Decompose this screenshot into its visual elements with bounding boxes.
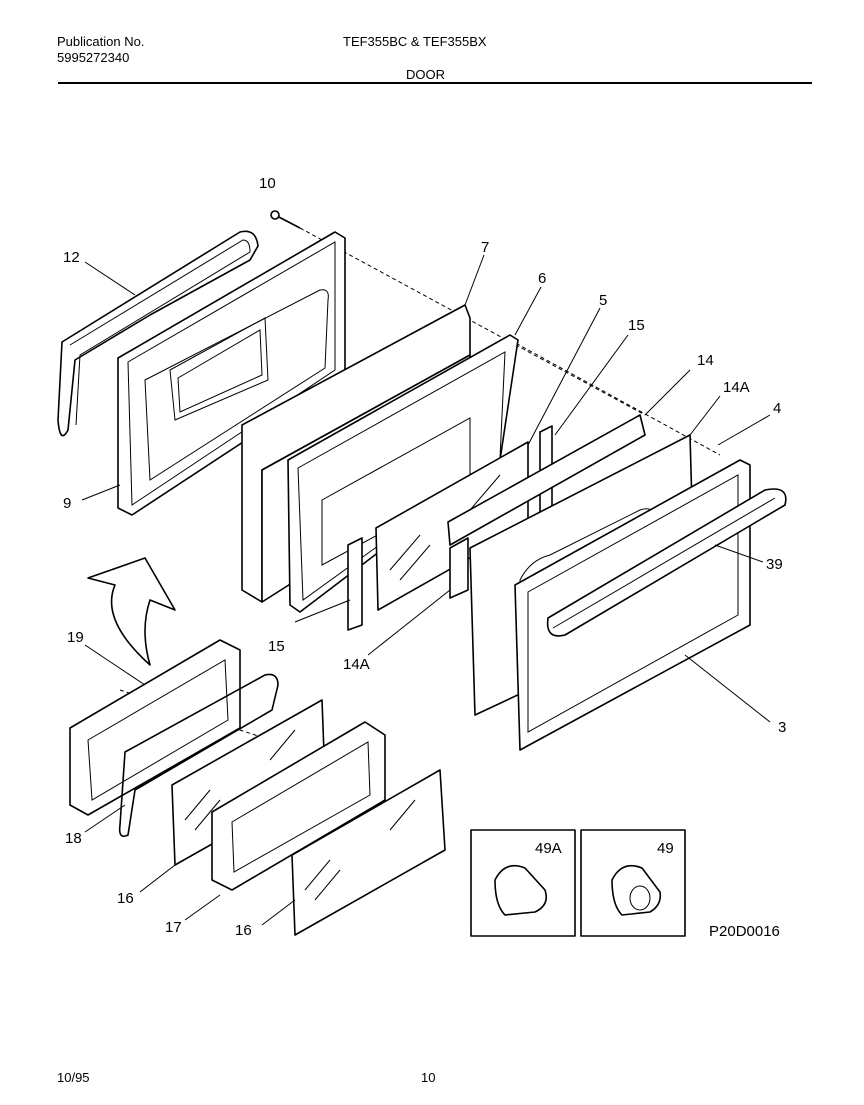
callout-3: 3 bbox=[778, 719, 786, 736]
callout-16-lower: 16 bbox=[235, 922, 252, 939]
part-16-glass-lower bbox=[291, 769, 446, 936]
callout-10: 10 bbox=[259, 175, 276, 192]
footer-date: 10/95 bbox=[57, 1070, 90, 1085]
callout-14: 14 bbox=[697, 352, 714, 369]
callout-4: 4 bbox=[773, 400, 781, 417]
section-title: DOOR bbox=[406, 67, 445, 82]
publication-number: 5995272340 bbox=[57, 50, 130, 65]
callout-15-top: 15 bbox=[628, 317, 645, 334]
callout-6: 6 bbox=[538, 270, 546, 287]
diagram-code: P20D0016 bbox=[709, 923, 780, 940]
callout-15-bottom: 15 bbox=[268, 638, 285, 655]
part-39-handle bbox=[546, 488, 787, 637]
part-12-gasket bbox=[57, 230, 259, 437]
inset-49 bbox=[580, 829, 686, 937]
header-rule bbox=[58, 82, 812, 84]
callout-39: 39 bbox=[766, 556, 783, 573]
part-14a-insulator bbox=[447, 414, 646, 599]
leader-lines bbox=[81, 254, 771, 926]
callout-18: 18 bbox=[65, 830, 82, 847]
callout-14a-top: 14A bbox=[723, 379, 750, 396]
part-18-gasket bbox=[118, 673, 279, 838]
callout-49a: 49A bbox=[535, 840, 562, 857]
model-number: TEF355BC & TEF355BX bbox=[343, 34, 487, 49]
callout-5: 5 bbox=[599, 292, 607, 309]
footer-page: 10 bbox=[421, 1070, 436, 1085]
inset-49a bbox=[470, 829, 576, 937]
callout-14a-mid: 14A bbox=[343, 656, 370, 673]
part-4-door-frame bbox=[514, 459, 751, 751]
callout-9: 9 bbox=[63, 495, 71, 512]
callout-49: 49 bbox=[657, 840, 674, 857]
callout-17: 17 bbox=[165, 919, 182, 936]
publication-label: Publication No. bbox=[57, 34, 145, 49]
callout-16-upper: 16 bbox=[117, 890, 134, 907]
orientation-arrow bbox=[87, 557, 176, 666]
callout-19: 19 bbox=[67, 629, 84, 646]
part-17-spacer-frame bbox=[211, 721, 386, 891]
callout-12: 12 bbox=[63, 249, 80, 266]
callout-7: 7 bbox=[481, 239, 489, 256]
part-10-screw bbox=[270, 210, 301, 229]
